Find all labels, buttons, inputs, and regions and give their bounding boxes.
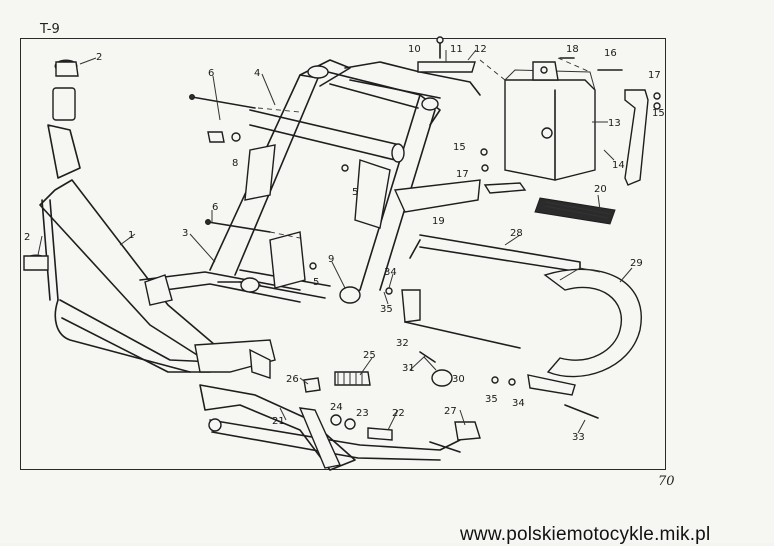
center-stand <box>199 371 481 471</box>
main-frame-tube <box>39 179 301 379</box>
callout-25: 25 <box>363 350 376 361</box>
callout-9: 9 <box>328 254 334 265</box>
swing-arm <box>209 59 481 304</box>
callout-33: 33 <box>572 432 585 443</box>
callout-13: 13 <box>608 118 621 129</box>
callout-18: 18 <box>566 44 579 55</box>
callout-29: 29 <box>630 258 643 269</box>
callout-32: 32 <box>396 338 409 349</box>
callout-6b: 6 <box>212 202 218 213</box>
callout-28: 28 <box>510 228 523 239</box>
callout-23: 23 <box>356 408 369 419</box>
callout-20: 20 <box>594 184 607 195</box>
sheet-code: T-9 <box>40 22 60 37</box>
chain-guard <box>401 234 642 419</box>
callout-22: 22 <box>392 408 405 419</box>
callout-35: 35 <box>380 304 393 315</box>
drawing-frame <box>20 38 666 470</box>
callout-14: 14 <box>612 160 625 171</box>
battery-box <box>393 36 661 225</box>
callout-34: 34 <box>384 267 397 278</box>
callout-10: 10 <box>408 44 421 55</box>
callout-34b: 34 <box>512 398 525 409</box>
callout-8: 8 <box>232 158 238 169</box>
callout-16: 16 <box>604 48 617 59</box>
leader-lines <box>37 49 633 434</box>
callout-5: 5 <box>352 187 358 198</box>
callout-4: 4 <box>254 68 260 79</box>
callout-17b: 17 <box>456 169 469 180</box>
callout-15b: 15 <box>652 108 665 119</box>
callout-30: 30 <box>452 374 465 385</box>
callout-21: 21 <box>272 416 285 427</box>
callout-19: 19 <box>432 216 445 227</box>
callout-6: 6 <box>208 68 214 79</box>
callout-11: 11 <box>450 44 463 55</box>
bolts <box>189 94 393 295</box>
callout-35b: 35 <box>485 394 498 405</box>
callout-12: 12 <box>474 44 487 55</box>
steering-head <box>23 59 81 271</box>
site-watermark: www.polskiemotocykle.mik.pl <box>460 524 711 545</box>
callout-2b: 2 <box>24 232 30 243</box>
callout-24: 24 <box>330 402 343 413</box>
callout-15: 15 <box>453 142 466 153</box>
callout-2: 2 <box>96 52 102 63</box>
callout-labels: 1 2 2 3 4 5 5 6 6 8 9 10 11 12 13 14 15 … <box>24 44 665 443</box>
callout-17: 17 <box>648 70 661 81</box>
callout-3: 3 <box>182 228 188 239</box>
callout-31: 31 <box>402 363 415 374</box>
page-number: 70 <box>658 474 675 489</box>
callout-5b: 5 <box>313 277 319 288</box>
callout-1: 1 <box>128 230 134 241</box>
callout-27: 27 <box>444 406 457 417</box>
callout-26: 26 <box>286 374 299 385</box>
